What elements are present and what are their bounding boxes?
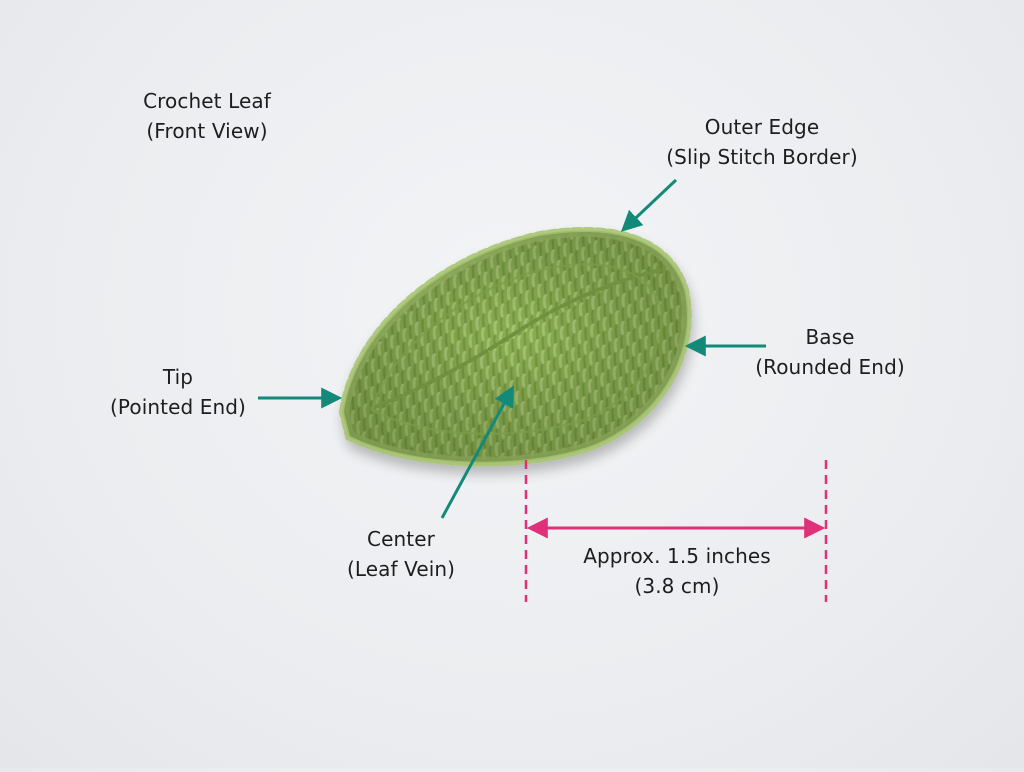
- center-line1: Center: [367, 527, 435, 551]
- center-line2: (Leaf Vein): [346, 557, 456, 581]
- leaf-vein: [370, 268, 662, 410]
- measurement-label: Approx. 1.5 inches (3.8 cm): [562, 541, 792, 601]
- outer-edge-line2: (Slip Stitch Border): [666, 145, 858, 169]
- leaf-inner-ring: [370, 263, 663, 436]
- title-line1: Crochet Leaf: [143, 89, 271, 113]
- tip-line2: (Pointed End): [110, 395, 246, 419]
- measurement-line2: (3.8 cm): [634, 574, 720, 598]
- measurement-line1: Approx. 1.5 inches: [583, 544, 771, 568]
- outer-edge-line1: Outer Edge: [704, 115, 820, 139]
- base-line1: Base: [805, 325, 855, 349]
- outer-edge-label: Outer Edge (Slip Stitch Border): [632, 112, 892, 172]
- title-line2: (Front View): [146, 119, 268, 143]
- outer-edge-arrow: [620, 178, 678, 232]
- diagram-title: Crochet Leaf (Front View): [100, 86, 314, 146]
- base-label: Base (Rounded End): [740, 322, 920, 382]
- tip-line1: Tip: [162, 365, 194, 389]
- tip-label: Tip (Pointed End): [98, 362, 258, 422]
- center-label: Center (Leaf Vein): [326, 524, 476, 584]
- center-arrow: [440, 385, 515, 519]
- base-line2: (Rounded End): [755, 355, 905, 379]
- leaf-shading: [344, 231, 687, 462]
- crochet-leaf: [338, 226, 692, 467]
